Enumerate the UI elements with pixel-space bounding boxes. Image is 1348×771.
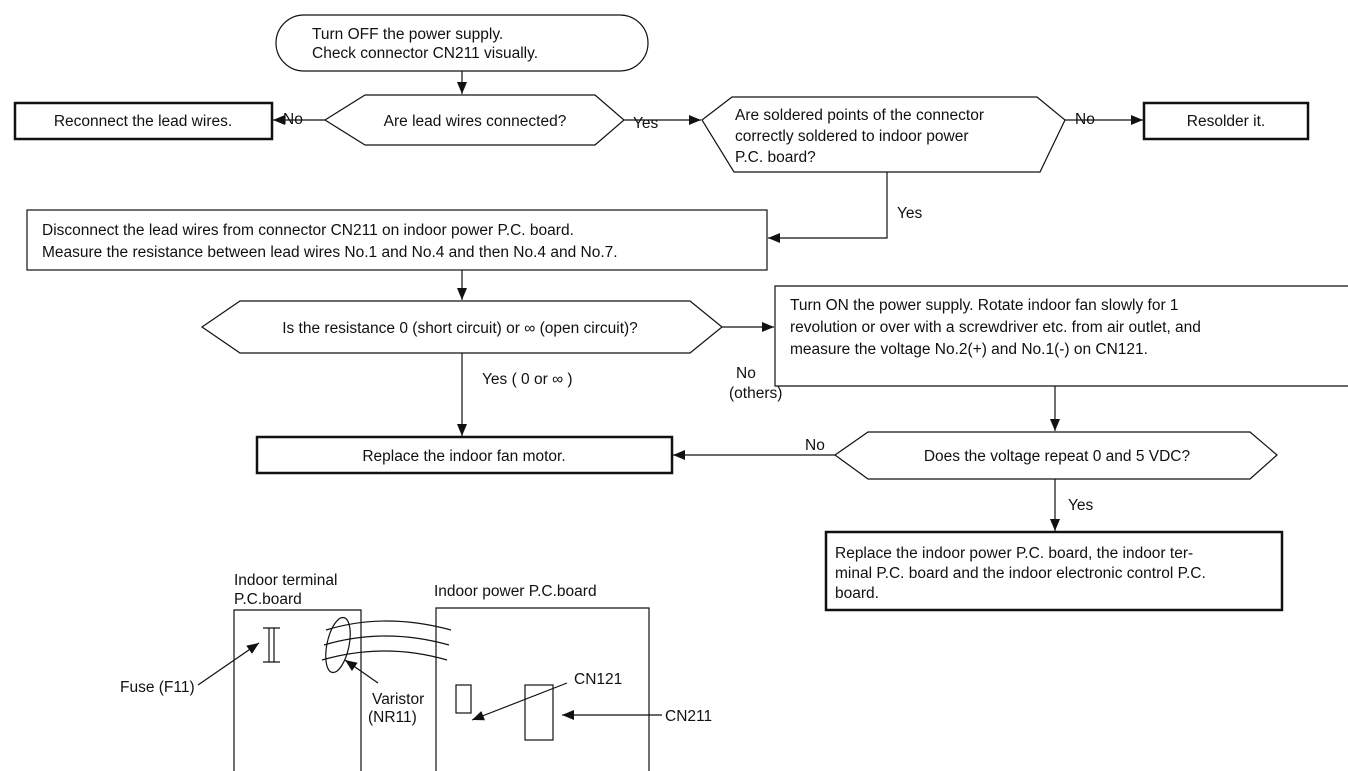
decision-voltage bbox=[833, 431, 1278, 480]
replace-boards-text-3: board. bbox=[835, 585, 879, 602]
label-yes-disconnect: Yes bbox=[897, 205, 923, 222]
disconnect-text-1: Disconnect the lead wires from connector… bbox=[42, 222, 574, 239]
cn211-label: CN211 bbox=[665, 708, 712, 725]
terminal-board-label-1: Indoor terminal bbox=[234, 572, 337, 589]
fuse-label: Fuse (F11) bbox=[120, 679, 195, 696]
label-yes-zero-inf: Yes ( 0 or ∞ ) bbox=[482, 371, 573, 388]
wire-bundle bbox=[321, 620, 452, 661]
turn-on-text-3: measure the voltage No.2(+) and No.1(-) … bbox=[790, 341, 1148, 358]
power-board-outline bbox=[435, 607, 650, 771]
replace-motor-text: Replace the indoor fan motor. bbox=[362, 448, 565, 465]
varistor-label-2: (NR11) bbox=[368, 709, 417, 726]
label-no-reconnect: No bbox=[283, 111, 303, 128]
reconnect-text: Reconnect the lead wires. bbox=[54, 113, 232, 130]
label-yes-replace-boards: Yes bbox=[1068, 497, 1094, 514]
varistor-ring-icon bbox=[325, 616, 351, 674]
label-no-replace-motor: No bbox=[805, 437, 825, 454]
turn-on-box bbox=[774, 285, 1348, 387]
label-no-resolder: No bbox=[1075, 111, 1095, 128]
disconnect-box bbox=[26, 209, 768, 271]
decision-connected-text: Are lead wires connected? bbox=[384, 113, 567, 130]
label-no-turn-on: No bbox=[736, 365, 756, 382]
replace-boards-box bbox=[824, 530, 1284, 612]
decision-voltage-text: Does the voltage repeat 0 and 5 VDC? bbox=[924, 448, 1191, 465]
decision-resistance-text: Is the resistance 0 (short circuit) or ∞… bbox=[282, 320, 638, 337]
start-text-1: Turn OFF the power supply. bbox=[312, 26, 503, 43]
start-terminator bbox=[275, 14, 649, 72]
cn121-pointer bbox=[471, 682, 568, 721]
turn-on-text-2: revolution or over with a screwdriver et… bbox=[790, 319, 1201, 336]
decision-soldered-text-1: Are soldered points of the connector bbox=[735, 107, 984, 124]
varistor-pointer bbox=[344, 659, 379, 684]
terminal-board-outline bbox=[233, 609, 362, 771]
fuse-icon bbox=[263, 627, 280, 663]
power-board-label: Indoor power P.C.board bbox=[434, 583, 597, 600]
replace-boards-text-2: minal P.C. board and the indoor electron… bbox=[835, 565, 1206, 582]
fuse-pointer bbox=[197, 642, 260, 686]
arrow-yes-to-disconnect bbox=[768, 172, 888, 243]
resolder-box bbox=[1142, 101, 1310, 141]
varistor-label-1: Varistor bbox=[372, 691, 424, 708]
replace-boards-text-1: Replace the indoor power P.C. board, the… bbox=[835, 545, 1193, 562]
cn211-connector bbox=[524, 684, 554, 741]
cn121-connector bbox=[455, 684, 472, 714]
start-text-2: Check connector CN211 visually. bbox=[312, 45, 538, 62]
replace-motor-box bbox=[255, 435, 674, 475]
label-yes-soldered: Yes bbox=[633, 115, 659, 132]
label-others: (others) bbox=[729, 385, 782, 402]
reconnect-box bbox=[13, 101, 274, 141]
decision-soldered-text-3: P.C. board? bbox=[735, 149, 816, 166]
turn-on-text-1: Turn ON the power supply. Rotate indoor … bbox=[790, 297, 1179, 314]
resolder-text: Resolder it. bbox=[1187, 113, 1265, 130]
disconnect-text-2: Measure the resistance between lead wire… bbox=[42, 244, 618, 261]
terminal-board-label-2: P.C.board bbox=[234, 591, 302, 608]
decision-soldered-text-2: correctly soldered to indoor power bbox=[735, 128, 968, 145]
cn121-label: CN121 bbox=[574, 671, 622, 688]
